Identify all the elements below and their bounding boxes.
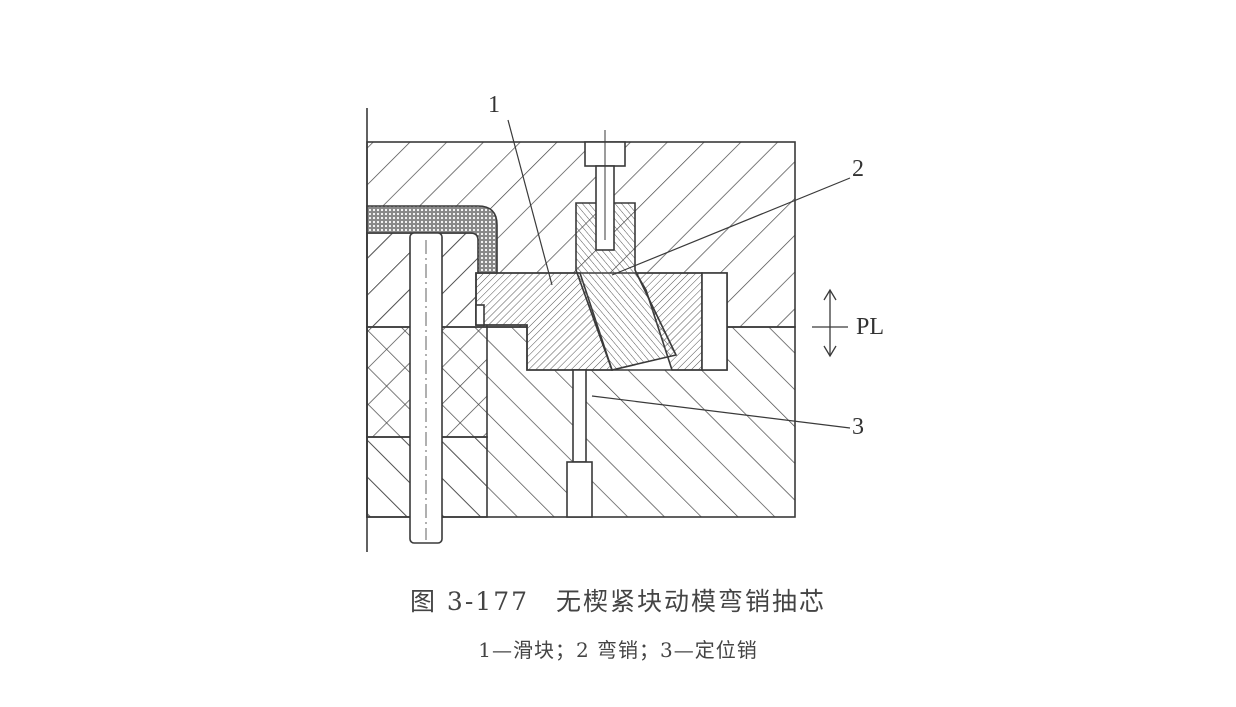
slider-clearance xyxy=(701,272,728,371)
leader-3 xyxy=(591,395,851,429)
figure-caption: 图 3-177 无楔紧块动模弯销抽芯 xyxy=(409,587,827,616)
figure-legend: 1—滑块；2 弯销；3—定位销 xyxy=(478,638,758,662)
locating-pin xyxy=(572,369,587,463)
parting-line-arrow xyxy=(812,288,848,358)
callout-3: 3 xyxy=(852,414,864,440)
locating-pin-hole xyxy=(566,461,593,518)
slider-right xyxy=(634,272,703,371)
leader-1 xyxy=(507,119,553,286)
callout-2: 2 xyxy=(852,156,864,182)
leader-2 xyxy=(611,177,851,276)
callout-1: 1 xyxy=(488,92,500,118)
slider-notch xyxy=(475,304,485,326)
parting-line-label: PL xyxy=(856,314,885,340)
